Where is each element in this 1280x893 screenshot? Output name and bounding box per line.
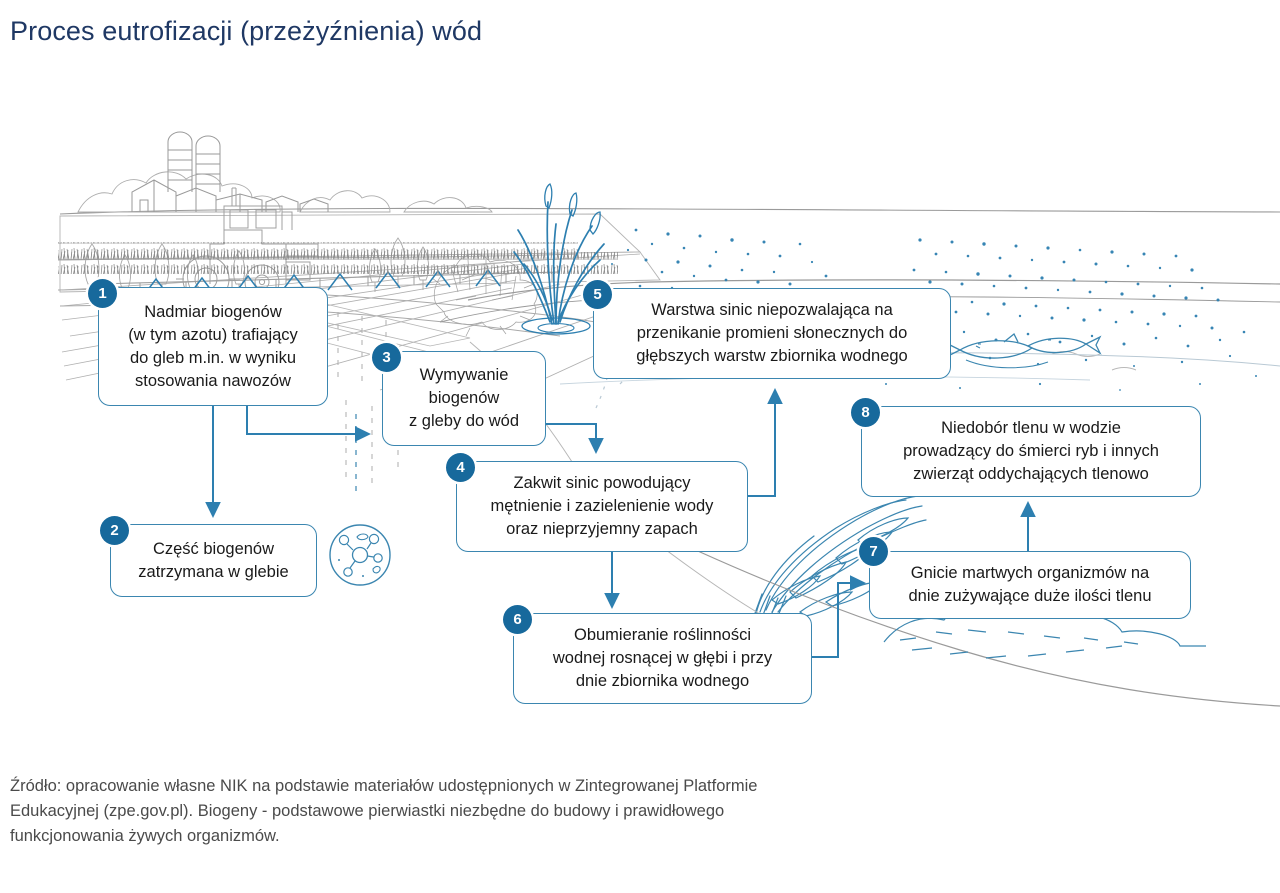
- step-badge-3: 3: [372, 343, 401, 372]
- step-badge-8: 8: [851, 398, 880, 427]
- callout-text-8: Niedobór tlenu w wodzie prowadzący do śm…: [903, 419, 1159, 483]
- silo-icon: [167, 131, 221, 192]
- molecule-icon: [329, 524, 391, 586]
- callout-text-5: Warstwa sinic niepozwalająca na przenika…: [636, 301, 908, 365]
- callout-box-7[interactable]: Gnicie martwych organizmów na dnie zużyw…: [869, 551, 1191, 619]
- step-badge-1: 1: [88, 279, 117, 308]
- callout-box-6[interactable]: Obumieranie roślinności wodnej rosnącej …: [513, 613, 812, 704]
- source-line-2: Edukacyjnej (zpe.gov.pl). Biogeny - pods…: [10, 802, 725, 820]
- callout-box-2[interactable]: Część biogenów zatrzymana w glebie: [110, 524, 317, 597]
- callout-text-1: Nadmiar biogenów (w tym azotu) trafiając…: [128, 302, 298, 390]
- step-badge-5: 5: [583, 280, 612, 309]
- source-line-3: funkcjonowania żywych organizmów.: [10, 827, 280, 845]
- reeds-icon: [513, 183, 605, 335]
- source-line-1: Źródło: opracowanie własne NIK na podsta…: [10, 777, 758, 795]
- step-badge-7: 7: [859, 537, 888, 566]
- callout-text-6: Obumieranie roślinności wodnej rosnącej …: [552, 626, 773, 690]
- callout-box-1[interactable]: Nadmiar biogenów (w tym azotu) trafiając…: [98, 287, 328, 406]
- step-badge-6: 6: [503, 605, 532, 634]
- source-note: Źródło: opracowanie własne NIK na podsta…: [10, 774, 910, 849]
- callout-text-4: Zakwit sinic powodujący mętnienie i zazi…: [490, 474, 714, 538]
- page-title: Proces eutrofizacji (przeżyźnienia) wód: [10, 16, 483, 46]
- callout-text-7: Gnicie martwych organizmów na dnie zużyw…: [908, 564, 1152, 605]
- callout-text-3: Wymywanie biogenów z gleby do wód: [408, 366, 520, 430]
- step-badge-2: 2: [100, 516, 129, 545]
- dead-fish-icon: [942, 332, 1102, 369]
- callout-box-4[interactable]: Zakwit sinic powodujący mętnienie i zazi…: [456, 461, 748, 552]
- grass-band-icon: [58, 252, 618, 274]
- farm-buildings-icon: [131, 179, 329, 212]
- callout-box-3[interactable]: Wymywanie biogenów z gleby do wód: [382, 351, 546, 446]
- callout-text-2: Część biogenów zatrzymana w glebie: [138, 539, 289, 581]
- callout-box-8[interactable]: Niedobór tlenu w wodzie prowadzący do śm…: [861, 406, 1201, 497]
- callout-box-5[interactable]: Warstwa sinic niepozwalająca na przenika…: [593, 288, 951, 379]
- step-badge-4: 4: [446, 453, 475, 482]
